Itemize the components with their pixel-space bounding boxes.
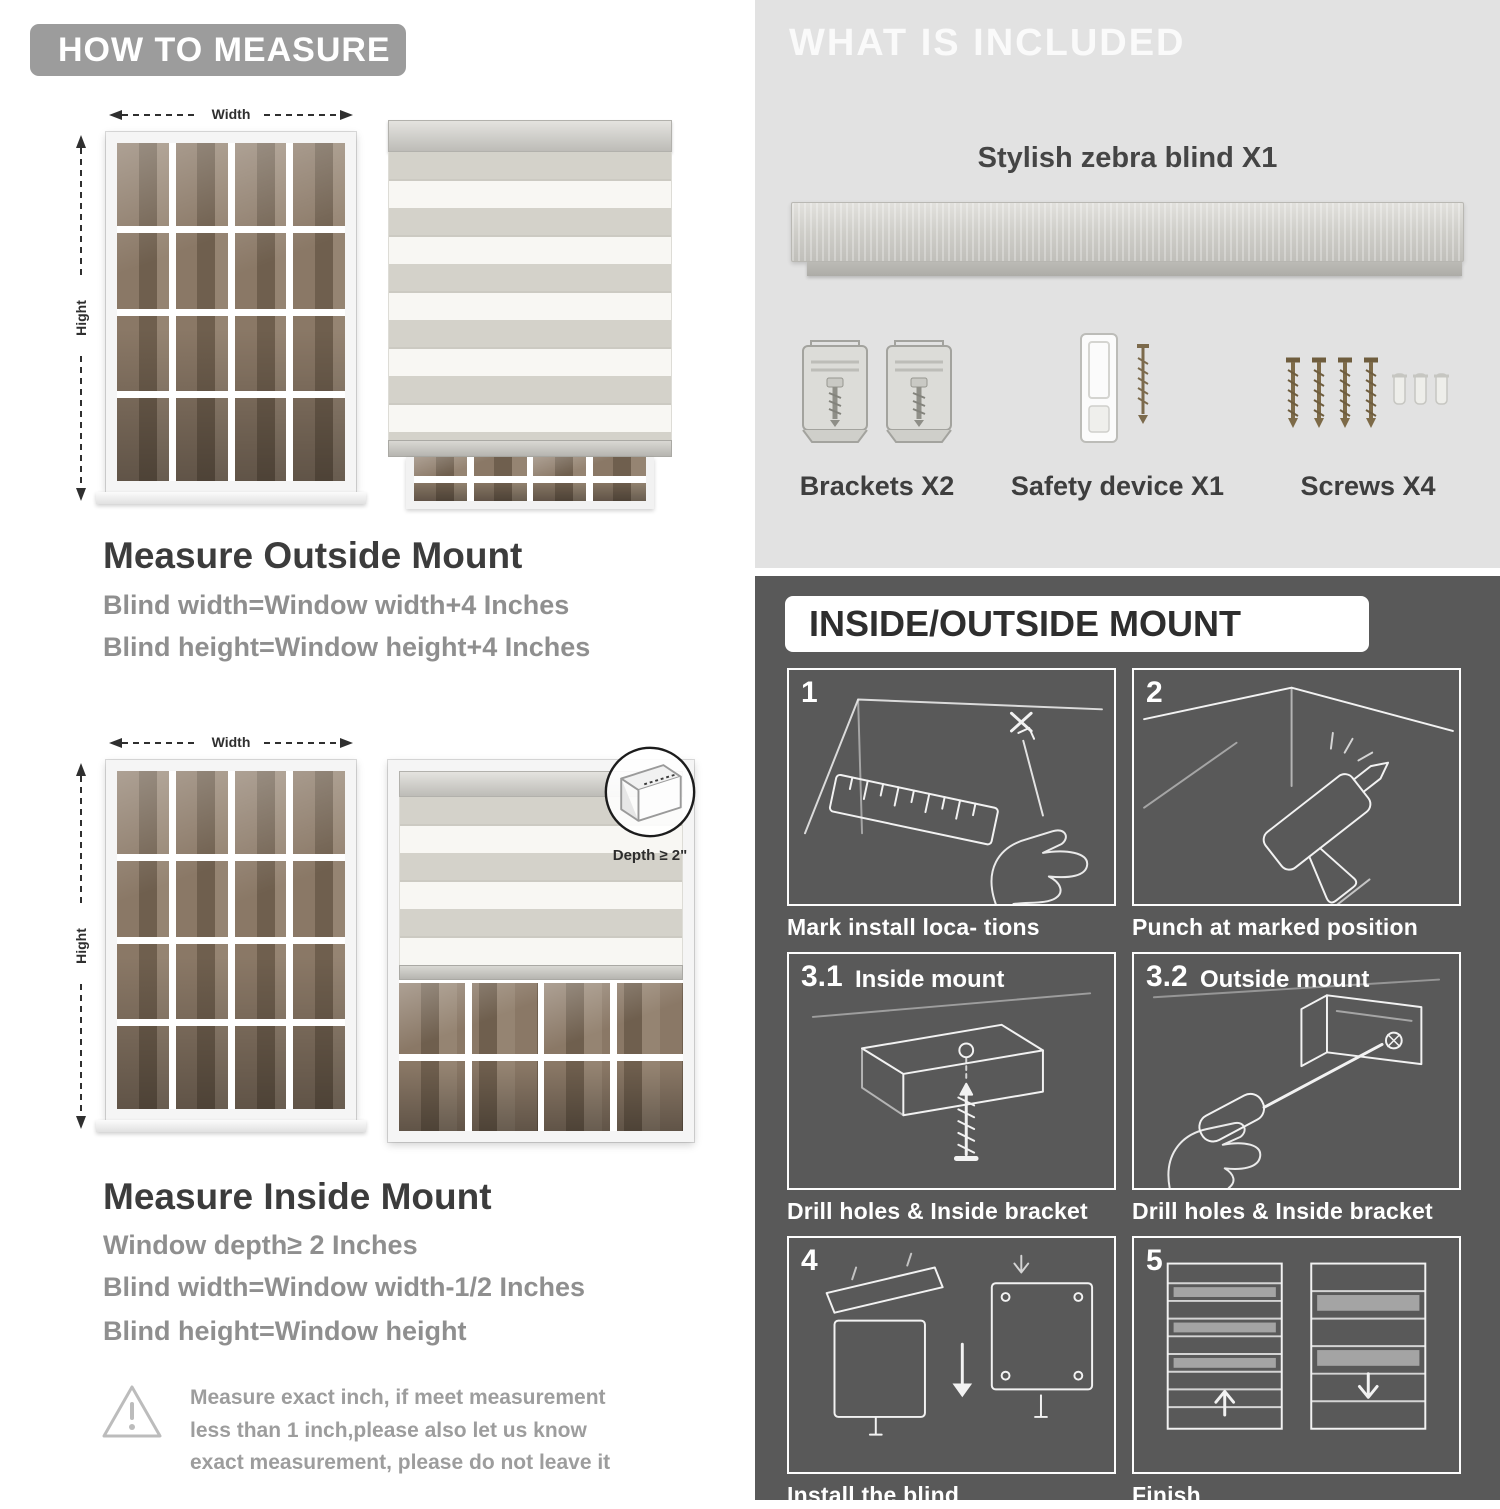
zebra-blind-item-label: Stylish zebra blind X1 [977, 142, 1278, 174]
height-label: Hight [73, 300, 89, 336]
safety-device-icon [1080, 333, 1150, 443]
how-to-measure-section: HOW TO MEASURE Width Hight [0, 0, 740, 1500]
step-4: 4 In [787, 1236, 1116, 1509]
step-number: 1 [801, 676, 818, 709]
zebra-blind-headrail-graphic [791, 202, 1464, 276]
step-caption: Install the blind [787, 1482, 960, 1508]
inside-mount-heading: Measure Inside Mount [103, 1176, 492, 1217]
height-arrow: Hight [73, 763, 89, 1129]
outside-rule-width: Blind width=Window width+4 Inches [103, 590, 570, 620]
zebra-blind-outside-graphic [388, 120, 672, 509]
inside-rule-width: Blind width=Window width-1/2 Inches [103, 1272, 586, 1302]
step-3-1: 3.1 Inside mount [787, 952, 1116, 1225]
window-frame [106, 760, 356, 1120]
width-arrow: Width [109, 106, 353, 122]
blind-headrail [388, 120, 672, 152]
brackets-icon [797, 330, 957, 456]
window-frame [106, 132, 356, 492]
outside-rule-height: Blind height=Window height+4 Inches [103, 632, 591, 662]
blind-stripes [388, 152, 672, 440]
what-is-included-section: WHAT IS INCLUDED Stylish zebra blind X1 [755, 0, 1500, 568]
blind-bottomrail [388, 440, 672, 457]
step-2: 2 Punch a [1132, 668, 1461, 941]
window-lower-panes [399, 983, 683, 1131]
step-2-illustration: 2 [1132, 668, 1461, 906]
window-casement-right [234, 143, 345, 481]
step-5: 5 Fi [1132, 1236, 1461, 1509]
window-sill [96, 1120, 366, 1132]
width-arrow: Width [109, 734, 353, 750]
outside-mount-heading: Measure Outside Mount [103, 535, 523, 576]
inside-mount-illustration: Width Hight [70, 720, 730, 1170]
height-arrow: Hight [73, 135, 89, 501]
step-number: 3.2 [1146, 960, 1188, 993]
included-item-safety-device: Safety device X1 [1011, 330, 1224, 502]
step-title: Outside mount [1200, 966, 1370, 993]
step-title: Inside mount [855, 966, 1005, 993]
window-casement-left [117, 143, 228, 481]
included-item-brackets: Brackets X2 [797, 330, 957, 502]
width-label: Width [212, 106, 251, 122]
step-3-1-illustration: 3.1 Inside mount [787, 952, 1116, 1190]
included-hardware-row: Brackets X2 Safety device X1 [797, 330, 1458, 502]
screws-icon [1278, 330, 1451, 456]
included-item-screws: Screws X4 [1278, 330, 1458, 502]
screws-label: Screws X4 [1300, 471, 1436, 501]
brackets-label: Brackets X2 [799, 471, 955, 501]
window-graphic [96, 760, 366, 1132]
blind-bottomrail [399, 965, 683, 980]
step-5-illustration: 5 [1132, 1236, 1461, 1474]
what-is-included-title: WHAT IS INCLUDED [789, 22, 1186, 64]
step-4-illustration: 4 [787, 1236, 1116, 1474]
window-bottom-peek [405, 457, 655, 509]
step-caption: Drill holes & Inside bracket [787, 1198, 1088, 1224]
outside-mount-illustration: Width Hight [70, 106, 680, 542]
step-number: 3.1 [801, 960, 843, 993]
step-1: 1 Mark instal [787, 668, 1116, 941]
step-number: 2 [1146, 676, 1163, 709]
window-graphic [96, 132, 366, 504]
inside-rule-depth: Window depth≥ 2 Inches [103, 1230, 418, 1260]
depth-magnifier-icon [604, 746, 696, 838]
step-1-illustration: 1 [787, 668, 1116, 906]
step-caption: Drill holes & Inside bracket [1132, 1198, 1433, 1224]
mount-section-heading: INSIDE/OUTSIDE MOUNT [785, 596, 1369, 652]
step-number: 4 [801, 1244, 818, 1277]
how-to-measure-banner: HOW TO MEASURE [30, 24, 406, 76]
depth-detail: Depth ≥ 2" [586, 744, 714, 864]
measure-warning: Measure exact inch, if meet measurement … [100, 1382, 642, 1480]
step-caption: Punch at marked position [1132, 914, 1418, 940]
inside-rule-height: Blind height=Window height [103, 1316, 467, 1346]
step-3-2: 3.2 Outside mount [1132, 952, 1461, 1225]
warning-icon [102, 1385, 162, 1438]
mount-steps-section: INSIDE/OUTSIDE MOUNT 1 [755, 576, 1500, 1508]
window-sill [96, 492, 366, 504]
step-number: 5 [1146, 1244, 1163, 1277]
safety-device-label: Safety device X1 [1010, 471, 1225, 501]
depth-label: Depth ≥ 2" [612, 847, 688, 864]
warning-text: Measure exact inch, if meet measurement … [190, 1386, 611, 1475]
height-label: Hight [73, 928, 89, 964]
width-label: Width [212, 734, 251, 750]
step-caption: Mark install loca- tions [787, 914, 1040, 940]
step-caption: Finish [1132, 1482, 1201, 1508]
step-3-2-illustration: 3.2 Outside mount [1132, 952, 1461, 1190]
